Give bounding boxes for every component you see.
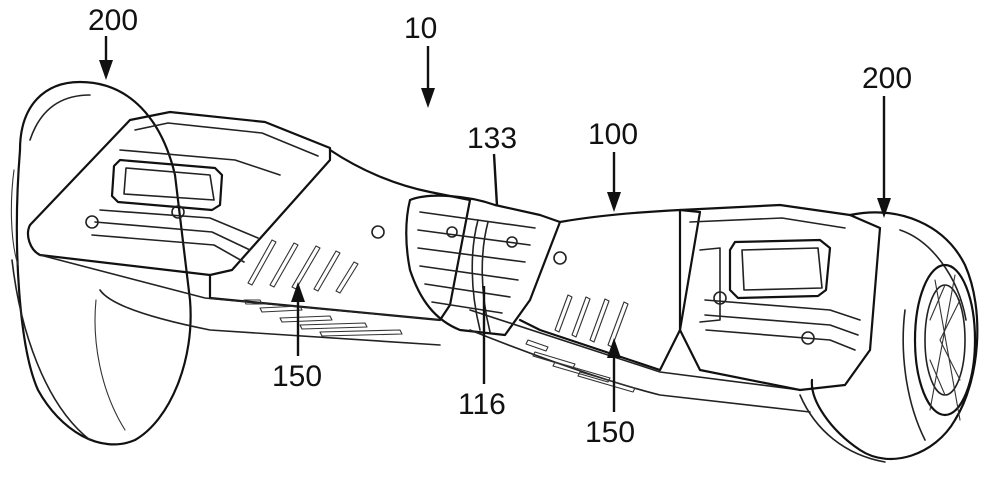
body-shell-left (39, 148, 472, 346)
right-wheel (799, 211, 979, 463)
label-100: 100 (588, 118, 638, 151)
arrow-100 (607, 152, 621, 212)
label-200-left: 200 (88, 4, 138, 37)
right-housing (678, 203, 882, 392)
leader-133 (492, 153, 499, 207)
label-10: 10 (404, 12, 437, 45)
label-133: 133 (467, 122, 517, 155)
arrow-150-left (291, 282, 305, 356)
center-joint (405, 194, 562, 337)
arrow-200-right (877, 96, 891, 218)
label-150-left: 150 (272, 360, 322, 393)
arrow-200-left (99, 36, 113, 80)
left-wheel (10, 80, 192, 446)
left-housing (26, 110, 332, 277)
label-150-right: 150 (585, 416, 635, 449)
arrow-10 (421, 46, 435, 108)
label-116: 116 (458, 388, 506, 421)
label-200-right: 200 (862, 62, 912, 95)
arrow-150-right (607, 338, 621, 412)
